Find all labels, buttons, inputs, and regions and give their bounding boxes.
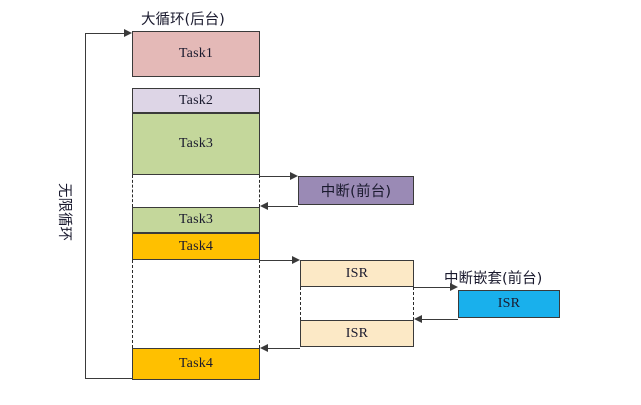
isr-dash-right [413,287,414,320]
block-task2: Task2 [132,88,260,113]
loop-bracket-top [85,33,125,34]
nested-interrupt-title: 中断嵌套(前台) [444,271,543,287]
connector-from-isr-arrowhead-icon [260,343,268,352]
connector-from-interrupt [266,206,298,207]
connector-from-interrupt-arrowhead-icon [260,201,268,210]
block-isr-second: ISR [300,320,414,347]
connector-to-isr [260,260,294,261]
block-isr-nested: ISR [458,290,560,318]
block-task3-second: Task3 [132,207,260,233]
block-task4-first: Task4 [132,233,260,260]
connector-to-isr-arrowhead-icon [292,255,300,264]
column-dash-left-lower [132,260,133,348]
connector-to-nested-isr [414,287,452,288]
connector-to-interrupt [260,176,292,177]
main-loop-title: 大循环(后台) [141,12,225,28]
connector-to-interrupt-arrowhead-icon [290,171,298,180]
loop-bracket-bottom [85,378,132,379]
connector-from-nested-isr-arrowhead-icon [414,314,422,323]
infinite-loop-label: 无限循环 [56,183,72,241]
loop-bracket-arrowhead-icon [124,28,132,37]
block-task3-first: Task3 [132,113,260,175]
block-task1: Task1 [132,31,260,77]
column-dash-left-upper [132,175,133,207]
connector-from-isr [266,348,300,349]
block-isr-first: ISR [300,260,414,287]
column-dash-right-upper [259,175,260,207]
block-interrupt: 中断(前台) [298,176,414,205]
column-dash-right-lower [259,260,260,348]
connector-from-nested-isr [420,319,458,320]
connector-to-nested-isr-arrowhead-icon [450,282,458,291]
loop-bracket-spine [85,33,86,378]
block-task4-second: Task4 [132,348,260,380]
isr-dash-left [300,287,301,320]
